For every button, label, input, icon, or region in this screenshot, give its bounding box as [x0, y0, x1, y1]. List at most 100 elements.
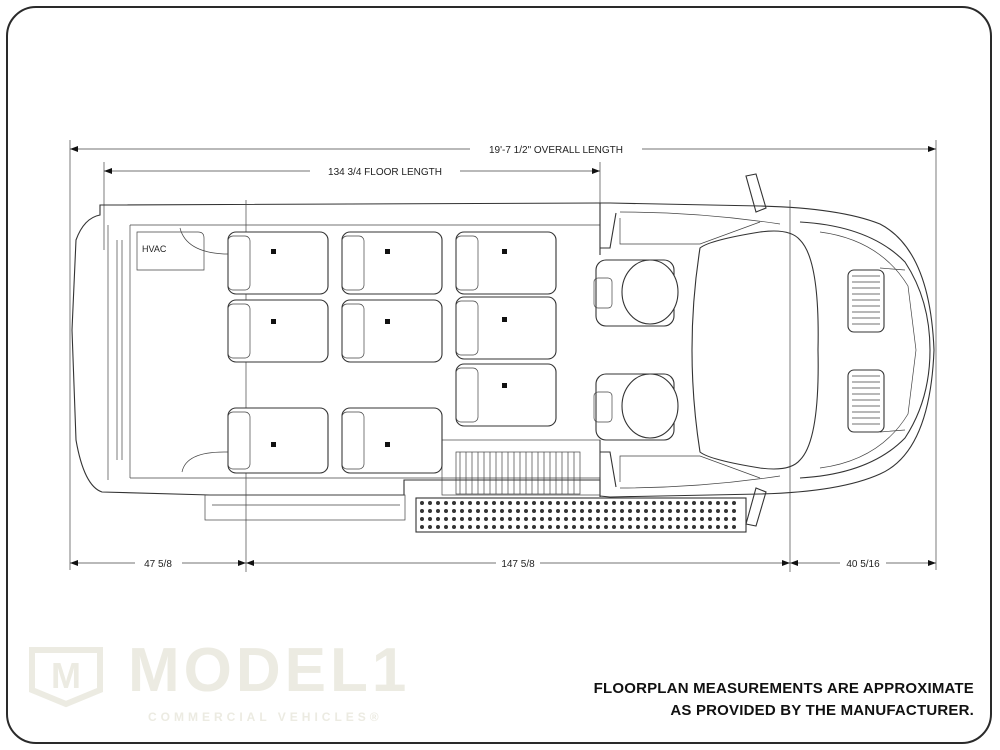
seat: [341, 231, 443, 295]
overall-length-label: 19'-7 1/2" OVERALL LENGTH: [489, 145, 623, 156]
board-perforation: [692, 525, 696, 529]
disclaimer-line-1: FLOORPLAN MEASUREMENTS ARE APPROXIMATE: [593, 680, 974, 697]
board-perforation: [492, 501, 496, 505]
board-perforation: [476, 525, 480, 529]
board-perforation: [428, 517, 432, 521]
board-perforation: [652, 525, 656, 529]
seat: [455, 296, 557, 360]
board-perforation: [652, 517, 656, 521]
board-perforation: [468, 517, 472, 521]
board-perforation: [732, 517, 736, 521]
board-perforation: [628, 517, 632, 521]
seat: [341, 407, 443, 474]
board-perforation: [572, 509, 576, 513]
board-perforation: [612, 517, 616, 521]
board-perforation: [532, 525, 536, 529]
passenger-front-seat: [593, 373, 679, 441]
board-perforation: [420, 501, 424, 505]
board-perforation: [668, 525, 672, 529]
board-perforation: [596, 525, 600, 529]
board-perforation: [708, 525, 712, 529]
board-perforation: [452, 509, 456, 513]
board-perforation: [588, 509, 592, 513]
board-perforation: [500, 517, 504, 521]
board-perforation: [724, 501, 728, 505]
board-perforation: [596, 509, 600, 513]
board-perforation: [436, 517, 440, 521]
board-perforation: [436, 501, 440, 505]
seat: [227, 231, 329, 295]
board-perforation: [444, 509, 448, 513]
board-perforation: [540, 501, 544, 505]
running-board: [415, 497, 747, 533]
board-perforation: [540, 517, 544, 521]
board-perforation: [596, 517, 600, 521]
rear-overhang-label: 47 5/8: [144, 559, 172, 570]
hvac-label: HVAC: [142, 244, 167, 254]
board-perforation: [636, 525, 640, 529]
board-perforation: [436, 509, 440, 513]
board-perforation: [700, 517, 704, 521]
board-perforation: [580, 501, 584, 505]
seat: [455, 231, 557, 295]
board-perforation: [484, 509, 488, 513]
board-perforation: [564, 509, 568, 513]
board-perforation: [700, 525, 704, 529]
board-perforation: [452, 517, 456, 521]
driver-seat: [593, 259, 679, 327]
board-perforation: [468, 501, 472, 505]
board-perforation: [556, 525, 560, 529]
board-perforation: [524, 517, 528, 521]
board-perforation: [716, 509, 720, 513]
board-perforation: [556, 509, 560, 513]
board-perforation: [644, 517, 648, 521]
seat: [227, 299, 329, 363]
board-perforation: [484, 525, 488, 529]
logo-wordmark: MODEL1: [128, 636, 411, 705]
cab-front: [600, 211, 931, 489]
board-perforation: [628, 525, 632, 529]
seat: [341, 299, 443, 363]
passenger-seats: [227, 231, 557, 474]
board-perforation: [484, 517, 488, 521]
board-perforation: [516, 509, 520, 513]
board-perforation: [652, 509, 656, 513]
board-perforation: [420, 525, 424, 529]
board-perforation: [580, 509, 584, 513]
board-perforation: [548, 517, 552, 521]
board-perforation: [604, 517, 608, 521]
board-perforation: [644, 501, 648, 505]
board-perforation: [580, 525, 584, 529]
board-perforation: [516, 525, 520, 529]
board-perforation: [516, 517, 520, 521]
model1-logo-icon: M: [29, 647, 103, 708]
board-perforation: [732, 525, 736, 529]
board-perforation: [676, 501, 680, 505]
board-perforation: [492, 525, 496, 529]
board-perforation: [460, 501, 464, 505]
board-perforation: [692, 501, 696, 505]
board-perforation: [660, 509, 664, 513]
board-perforation: [460, 517, 464, 521]
board-perforation: [548, 509, 552, 513]
board-perforation: [652, 501, 656, 505]
bottom-dimensions: 47 5/8 147 5/8 40 5/16: [70, 559, 936, 570]
board-perforation: [572, 517, 576, 521]
board-perforation: [540, 525, 544, 529]
board-perforation: [668, 501, 672, 505]
step-well: [455, 451, 581, 495]
board-perforation: [564, 525, 568, 529]
board-perforation: [612, 501, 616, 505]
board-perforation: [708, 517, 712, 521]
board-perforation: [724, 517, 728, 521]
board-perforation: [620, 525, 624, 529]
wheelbase-label: 147 5/8: [501, 559, 535, 570]
board-perforation: [692, 517, 696, 521]
board-perforation: [484, 501, 488, 505]
front-overhang-label: 40 5/16: [846, 559, 880, 570]
board-perforation: [724, 525, 728, 529]
board-perforation: [684, 517, 688, 521]
board-perforation: [708, 509, 712, 513]
seat: [455, 363, 557, 427]
